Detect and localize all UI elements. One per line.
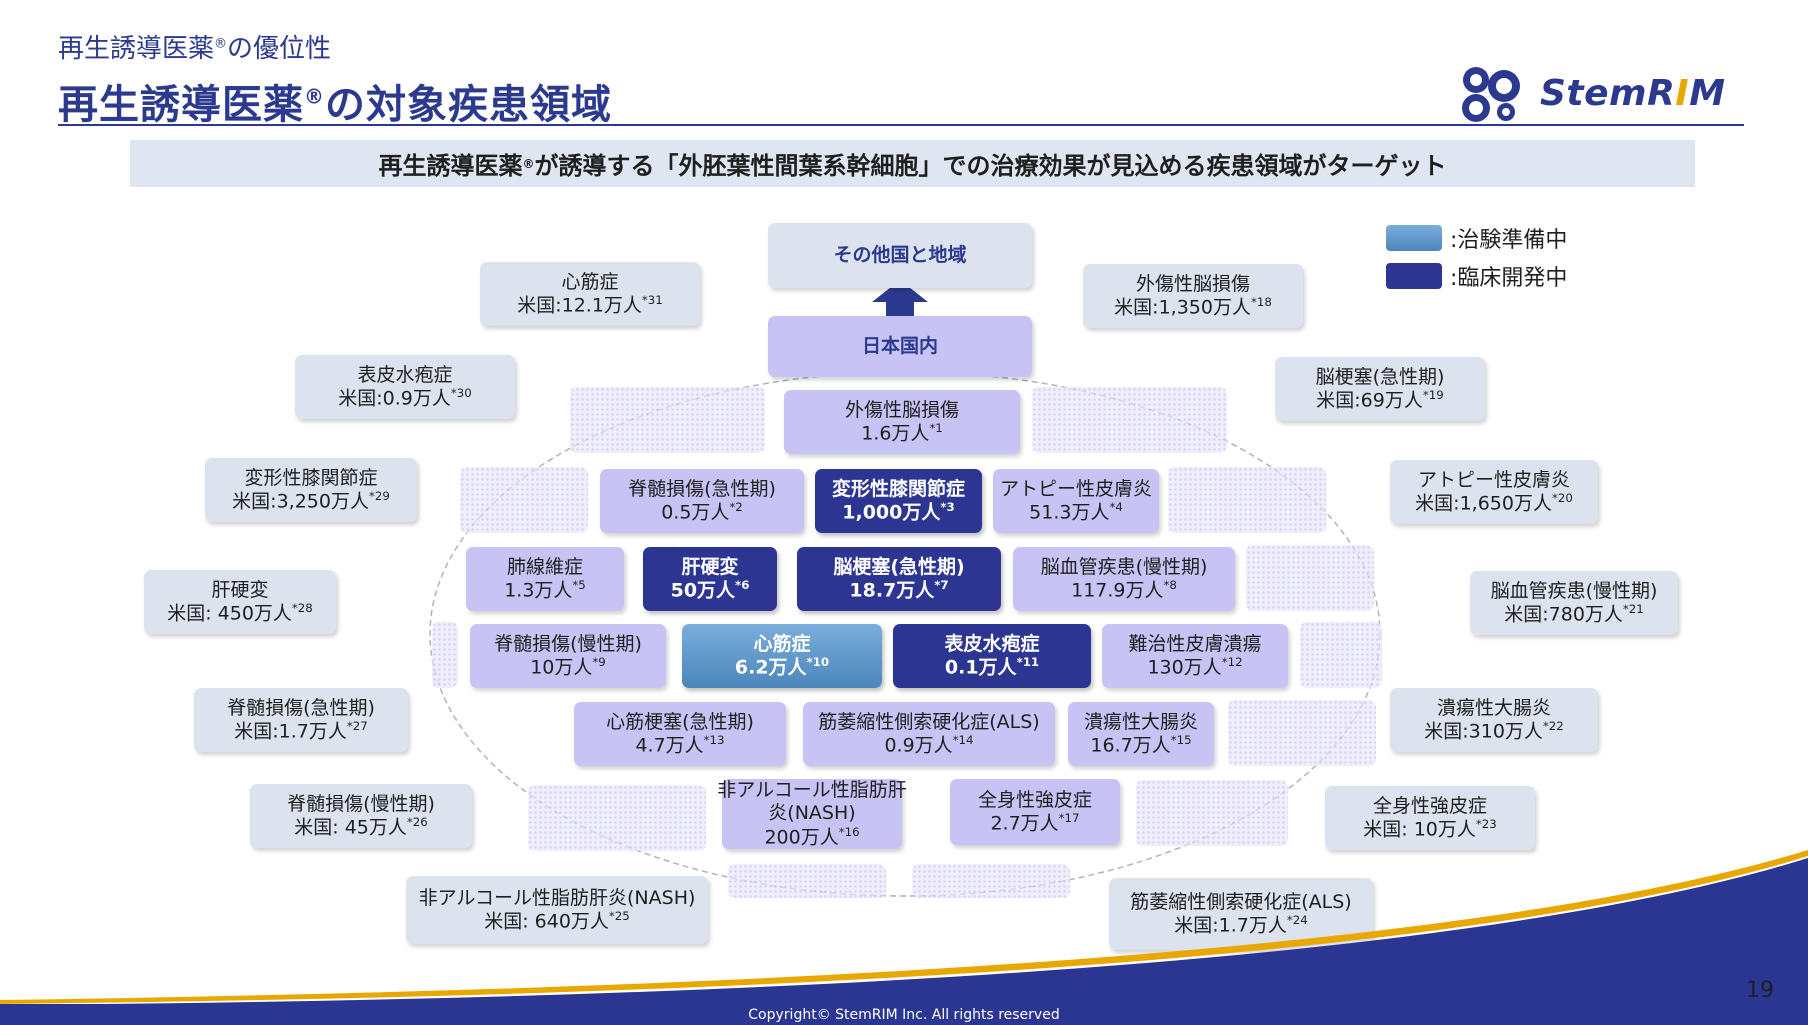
company-logo: StemRIM (1456, 60, 1746, 126)
placeholder-tile (528, 785, 706, 851)
placeholder-tile (1246, 545, 1374, 611)
legend-label-clinical: :臨床開発中 (1450, 266, 1568, 291)
us-ulcerative-colitis: 潰瘍性大腸炎米国:310万人*22 (1390, 688, 1598, 752)
placeholder-tile (912, 864, 1070, 898)
us-atopic: アトピー性皮膚炎米国:1,650万人*20 (1390, 460, 1598, 524)
up-arrow-icon (872, 280, 928, 318)
stemrim-logo-icon (1462, 67, 1520, 122)
us-epidermolysis-bullosa: 表皮水疱症米国:0.9万人*30 (295, 355, 515, 419)
us-nash: 非アルコール性脂肪肝炎(NASH)米国: 640万人*25 (406, 876, 708, 944)
legend-clinical: :臨床開発中 (1386, 260, 1567, 292)
target-banner: 再生誘導医薬®が誘導する「外胚葉性間葉系幹細胞」での治療効果が見込める疾患領域が… (130, 140, 1695, 187)
jp-sci-chronic: 脊髄損傷(慢性期)10万人*9 (470, 624, 666, 688)
placeholder-tile (432, 622, 458, 688)
placeholder-tile (1300, 622, 1382, 688)
us-cirrhosis: 肝硬変米国: 450万人*28 (144, 570, 336, 634)
legend-swatch-clinical (1386, 263, 1442, 289)
jp-stroke-acute: 脳梗塞(急性期)18.7万人*7 (797, 547, 1001, 611)
us-knee-oa: 変形性膝関節症米国:3,250万人*29 (205, 458, 417, 522)
region-japan: 日本国内 (768, 316, 1032, 377)
placeholder-tile (728, 864, 886, 898)
footer-swoosh (0, 850, 1808, 1010)
us-tbi: 外傷性脳損傷米国:1,350万人*18 (1083, 264, 1303, 328)
page-title: 再生誘導医薬®の対象疾患領域 (58, 82, 612, 128)
us-stroke-acute: 脳梗塞(急性期)米国:69万人*19 (1275, 357, 1485, 421)
legend-label-trial-prep: :治験準備中 (1450, 228, 1568, 253)
placeholder-tile (460, 467, 588, 533)
page-number: 19 (1746, 978, 1774, 1003)
jp-nash: 非アルコール性脂肪肝炎(NASH)200万人*16 (717, 779, 907, 849)
placeholder-tile (1032, 387, 1227, 453)
section-eyebrow: 再生誘導医薬®の優位性 (58, 34, 332, 64)
title-divider (58, 124, 1744, 126)
legend-swatch-trial-prep (1386, 225, 1442, 251)
jp-sci-acute: 脊髄損傷(急性期)0.5万人*2 (600, 469, 804, 533)
us-sci-acute: 脊髄損傷(急性期)米国:1.7万人*27 (194, 688, 408, 752)
placeholder-tile (1228, 700, 1376, 766)
us-sci-chronic: 脊髄損傷(慢性期)米国: 45万人*26 (250, 784, 472, 848)
logo-wordmark: StemRIM (1540, 72, 1726, 114)
us-cvd-chronic: 脳血管疾患(慢性期)米国:780万人*21 (1470, 571, 1678, 635)
region-other-countries: その他国と地域 (768, 223, 1032, 288)
jp-als: 筋萎縮性側索硬化症(ALS)0.9万人*14 (803, 702, 1055, 766)
jp-cvd-chronic: 脳血管疾患(慢性期)117.9万人*8 (1013, 547, 1235, 611)
us-cardiomyopathy: 心筋症米国:12.1万人*31 (480, 262, 700, 326)
jp-mi-acute: 心筋梗塞(急性期)4.7万人*13 (574, 702, 786, 766)
placeholder-tile (1168, 467, 1326, 533)
copyright-bar: Copyright© StemRIM Inc. All rights reser… (0, 1004, 1808, 1025)
us-systemic-sclerosis: 全身性強皮症米国: 10万人*23 (1325, 786, 1535, 850)
legend-trial-prep: :治験準備中 (1386, 222, 1567, 254)
placeholder-tile (1136, 780, 1288, 846)
placeholder-tile (570, 387, 765, 453)
